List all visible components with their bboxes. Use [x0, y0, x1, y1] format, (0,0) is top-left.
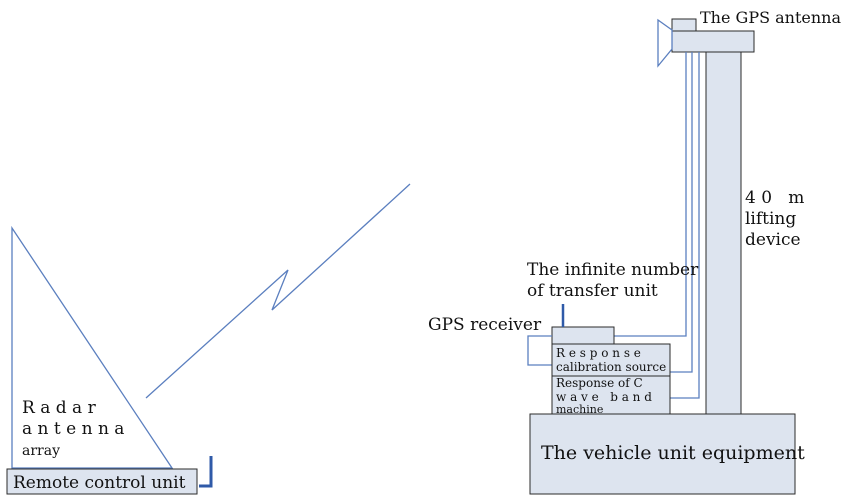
response-c-line3: machine — [556, 403, 603, 416]
lifting-label-line1: 4 0 m — [745, 188, 804, 208]
transfer-label-line2: of transfer unit — [527, 281, 658, 301]
gps-antenna-horn — [657, 18, 673, 68]
remote-control-box — [6, 468, 198, 495]
response-cal-line1: R e s p o n s e — [556, 346, 641, 360]
radar-label-line3: array — [22, 443, 60, 459]
lifting-label-line2: lifting — [745, 209, 796, 229]
response-c-line1: Response of C — [556, 376, 643, 390]
lifting-label-line3: device — [745, 230, 801, 250]
transfer-label-line1: The infinite number — [527, 260, 699, 280]
radar-antenna-triangle — [11, 225, 174, 469]
remote-control-connector — [199, 456, 213, 488]
cable-line-1 — [614, 52, 687, 337]
gps-receiver-label: GPS receiver — [428, 315, 542, 335]
cable-line-2 — [670, 52, 693, 373]
mast-top-crossbar — [671, 30, 755, 53]
radar-label-line2: a n t e n n a — [22, 419, 124, 439]
vehicle-unit-box — [529, 413, 796, 495]
remote-control-label: Remote control unit — [13, 473, 186, 493]
radar-label-line1: R a d a r — [22, 398, 97, 418]
response-c-line2: w a v e b a n d — [556, 390, 652, 404]
cable-line-3 — [670, 52, 700, 399]
wireless-link-line — [145, 183, 411, 399]
response-cal-line2: calibration source — [556, 360, 666, 374]
lifting-mast — [705, 50, 742, 415]
vehicle-unit-label: The vehicle unit equipment — [541, 442, 805, 464]
response-c-band-box — [551, 375, 671, 415]
transfer-unit-box — [551, 326, 615, 345]
response-calibration-box — [551, 343, 671, 377]
gps-receiver-loop — [527, 335, 552, 366]
gps-antenna-box — [671, 18, 697, 32]
gps-antenna-label: The GPS antenna — [700, 8, 841, 27]
